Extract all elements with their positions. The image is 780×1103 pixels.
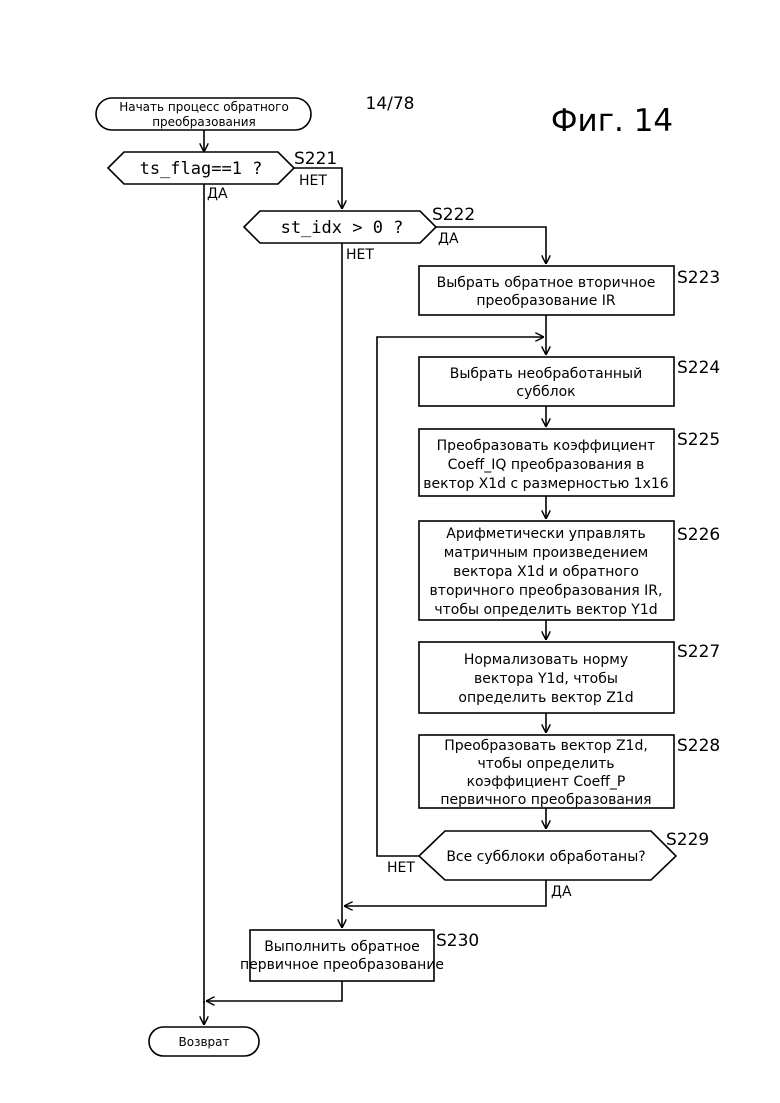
s229-condition: Все субблоки обработаны?: [446, 849, 645, 865]
s229-no-label: НЕТ: [387, 860, 415, 876]
s227-text-line-2: вектора Y1d, чтобы: [474, 671, 618, 687]
s228-text-line-4: первичного преобразования: [440, 792, 651, 808]
s221-no-label: НЕТ: [299, 173, 327, 189]
s226-text-line-3: вектора X1d и обратного: [453, 564, 639, 580]
arrow-s229-yes: [344, 880, 546, 906]
process-s227: Нормализовать норму вектора Y1d, чтобы о…: [419, 642, 674, 713]
process-s226: Арифметически управлять матричным произв…: [419, 521, 674, 620]
decision-s229: Все субблоки обработаны?: [419, 831, 676, 880]
s226-text-line-1: Арифметически управлять: [446, 526, 645, 542]
start-label-line-2: преобразования: [152, 115, 256, 129]
step-label-s223: S223: [677, 268, 720, 288]
s223-text-line-2: преобразование IR: [476, 293, 616, 309]
step-label-s229: S229: [666, 830, 709, 850]
s230-text-line-2: первичное преобразование: [240, 957, 444, 973]
arrow-s230-to-return: [206, 981, 342, 1001]
s222-condition: st_idx > 0 ?: [281, 218, 404, 238]
return-label: Возврат: [179, 1035, 230, 1049]
s225-text-line-2: Coeff_IQ преобразования в: [448, 457, 645, 473]
s222-yes-label: ДА: [438, 231, 459, 247]
s228-text-line-2: чтобы определить: [477, 756, 614, 772]
process-s225: Преобразовать коэффициент Coeff_IQ преоб…: [419, 429, 674, 496]
step-label-s226: S226: [677, 525, 720, 545]
s227-text-line-1: Нормализовать норму: [464, 652, 628, 668]
s223-text-line-1: Выбрать обратное вторичное: [437, 275, 656, 291]
step-label-s230: S230: [436, 931, 479, 951]
s230-text-line-1: Выполнить обратное: [264, 939, 420, 955]
step-label-s221: S221: [294, 149, 337, 169]
s226-text-line-4: вторичного преобразования IR,: [430, 583, 663, 599]
s222-no-label: НЕТ: [346, 247, 374, 263]
s221-yes-label: ДА: [207, 186, 228, 202]
process-s223: Выбрать обратное вторичное преобразовани…: [419, 266, 674, 315]
start-terminal: Начать процесс обратного преобразования: [96, 98, 311, 130]
s227-text-line-3: определить вектор Z1d: [458, 690, 633, 706]
start-label-line-1: Начать процесс обратного: [119, 100, 289, 114]
decision-s221: ts_flag==1 ?: [108, 152, 294, 184]
s228-text-line-1: Преобразовать вектор Z1d,: [444, 738, 648, 754]
s224-text-line-2: субблок: [516, 384, 575, 400]
step-label-s227: S227: [677, 642, 720, 662]
s221-condition: ts_flag==1 ?: [140, 159, 263, 179]
return-terminal: Возврат: [149, 1027, 259, 1056]
s224-text-line-1: Выбрать необработанный: [450, 366, 642, 382]
s229-yes-label: ДА: [551, 884, 572, 900]
process-s230: Выполнить обратное первичное преобразова…: [240, 930, 444, 981]
step-label-s222: S222: [432, 205, 475, 225]
process-s228: Преобразовать вектор Z1d, чтобы определи…: [419, 735, 674, 808]
s225-text-line-1: Преобразовать коэффициент: [437, 438, 656, 454]
s228-text-line-3: коэффициент Coeff_P: [467, 774, 626, 790]
process-s224: Выбрать необработанный субблок: [419, 357, 674, 406]
s226-text-line-5: чтобы определить вектор Y1d: [434, 602, 657, 618]
s225-text-line-3: вектор X1d с размерностью 1x16: [423, 476, 668, 492]
step-label-s224: S224: [677, 358, 720, 378]
decision-s222: st_idx > 0 ?: [244, 211, 436, 243]
page-number: 14/78: [366, 94, 415, 114]
step-label-s225: S225: [677, 430, 720, 450]
step-label-s228: S228: [677, 736, 720, 756]
s226-text-line-2: матричным произведением: [444, 545, 649, 561]
figure-label: Фиг. 14: [551, 103, 673, 139]
